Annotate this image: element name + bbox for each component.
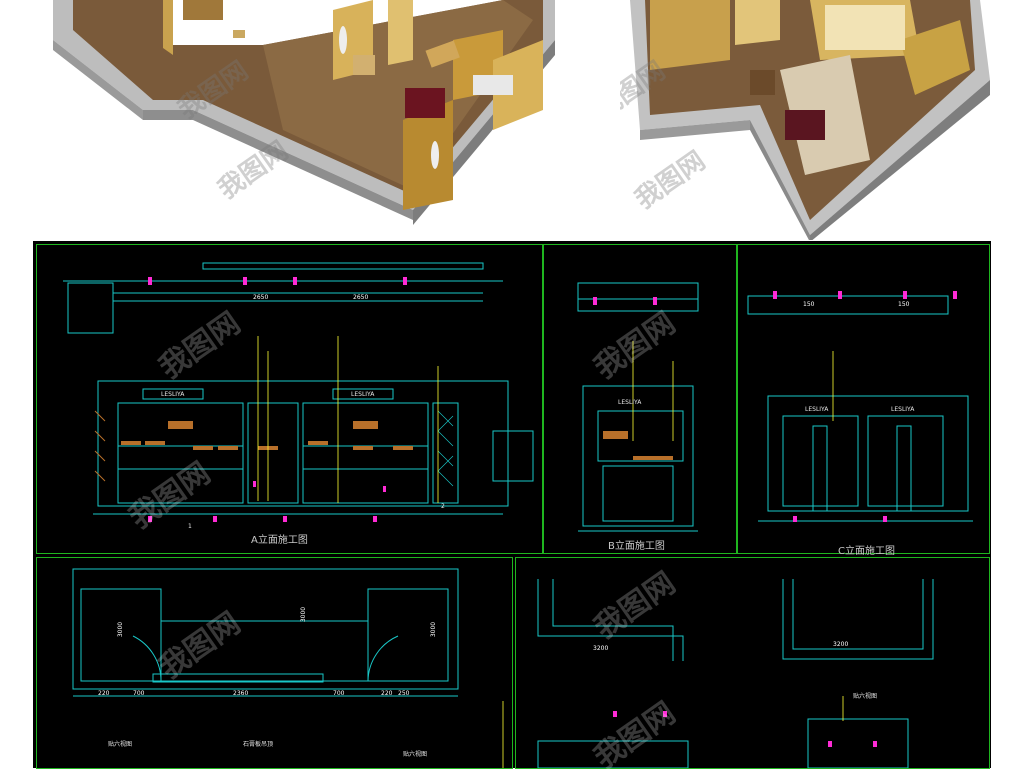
sign-text: LESLIYA [805, 406, 829, 413]
annotation-text: 石膏板吊顶 [243, 741, 274, 748]
annotation-text: 贴六视图 [403, 751, 428, 758]
dimension-text: 700 [333, 690, 345, 697]
sign-text: LESLIYA [161, 391, 185, 398]
annotation-text: 贴六视图 [853, 693, 878, 700]
panel-elevation-a [36, 244, 543, 554]
grid-label: 2 [441, 503, 445, 510]
dimension-text: 2650 [253, 294, 269, 301]
sign-text: LESLIYA [351, 391, 375, 398]
render-right-illustration [630, 0, 990, 240]
cad-linework [63, 262, 973, 768]
panel-plan-bottom-left [36, 557, 513, 769]
caption-elevation-c: C立面施工图 [838, 546, 895, 557]
panel-detail-bottom-right [515, 557, 990, 769]
caption-elevation-b: B立面施工图 [608, 541, 665, 552]
dimension-text: 150 [803, 301, 815, 308]
panel-elevation-c [737, 244, 990, 554]
dimension-text: 3200 [593, 645, 609, 652]
dimension-text: 700 [133, 690, 145, 697]
render-right: 我图网 我图网 [620, 0, 990, 240]
sign-text: LESLIYA [618, 399, 642, 406]
annotation-text: 贴六视图 [108, 741, 133, 748]
panel-elevation-b [543, 244, 737, 554]
caption-elevation-a: A立面施工图 [251, 535, 308, 546]
dimension-text: 250 [398, 690, 410, 697]
dimension-text: 2650 [353, 294, 369, 301]
cad-drawing-sheet: LESLIYA LESLIYA 2650 2650 1 2 A立面施工图 LES… [33, 241, 991, 776]
render-left: 我图网 我图网 [33, 0, 555, 240]
dimension-text: 150 [898, 301, 910, 308]
dimension-text: 220 [381, 690, 393, 697]
grid-label: 1 [188, 523, 192, 530]
dimension-text: 3000 [117, 621, 125, 638]
render-left-illustration [53, 0, 555, 225]
dimension-text: 3000 [300, 606, 308, 623]
sign-text: LESLIYA [891, 406, 915, 413]
dimension-text: 2360 [233, 690, 249, 697]
dimension-text: 3200 [833, 641, 849, 648]
dimension-text: 3000 [430, 621, 438, 638]
dimension-text: 220 [98, 690, 110, 697]
